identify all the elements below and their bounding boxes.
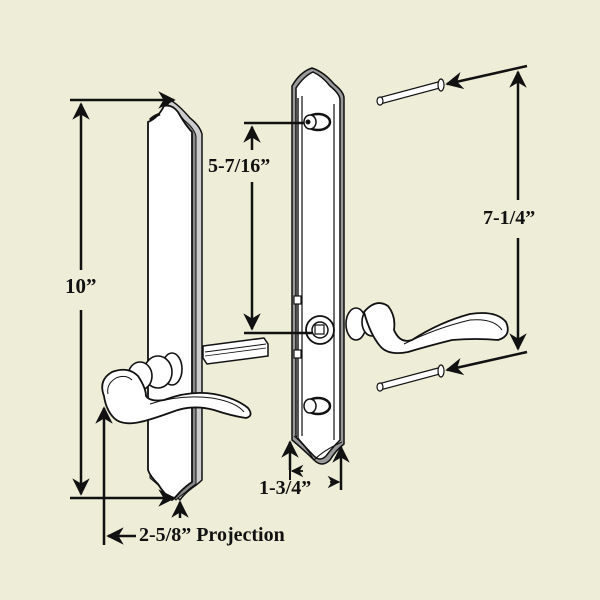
label-projection: 2-5/8” Projection (136, 525, 288, 545)
dim-spindle-to-screw (243, 121, 312, 335)
back-plate (291, 67, 345, 465)
label-plate-width: 1-3/4” (259, 477, 312, 499)
top-screw (376, 78, 445, 106)
dim-plate-height (70, 91, 176, 507)
label-plate-height: 10” (62, 276, 100, 297)
label-screw-spacing: 7-1/4” (480, 208, 539, 228)
bottom-screw (376, 364, 445, 392)
spindle (202, 337, 269, 365)
dim-screw-spacing (445, 64, 528, 376)
front-lever (101, 352, 252, 425)
back-lever (345, 302, 509, 355)
front-plate (147, 98, 203, 502)
label-spindle-to-screw: 5-7/16” (205, 156, 274, 176)
dim-plate-width (281, 440, 350, 490)
dim-projection (95, 406, 189, 545)
